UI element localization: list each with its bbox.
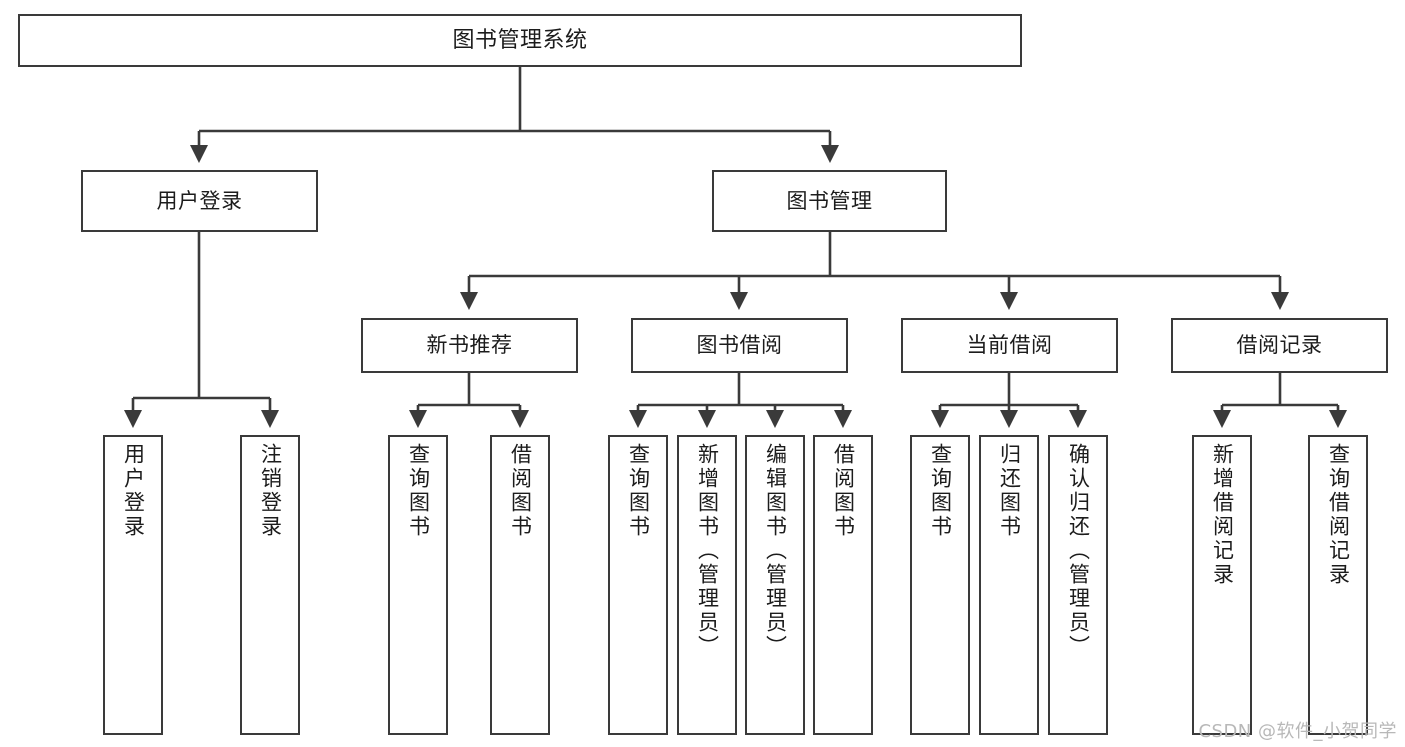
node-label: 借阅记录 bbox=[1236, 333, 1323, 358]
node-current-borrow[interactable]: 当前借阅 bbox=[901, 318, 1118, 373]
watermark-text: CSDN @软件_小贺同学 bbox=[1198, 721, 1397, 742]
node-label: 借阅图书 bbox=[508, 443, 533, 539]
node-label: 借阅图书 bbox=[831, 443, 856, 539]
node-leaf-query-book-3[interactable]: 查询图书 bbox=[910, 435, 970, 735]
node-book-management[interactable]: 图书管理 bbox=[712, 170, 947, 232]
node-label: 图书管理 bbox=[786, 188, 873, 213]
node-label: 新书推荐 bbox=[426, 333, 513, 358]
node-label: 归还图书 bbox=[997, 443, 1022, 539]
node-label: 新增借阅记录 bbox=[1210, 443, 1235, 587]
node-leaf-edit-book[interactable]: 编辑图书（管理员） bbox=[745, 435, 805, 735]
node-label: 注销登录 bbox=[258, 443, 283, 539]
node-label: 用户登录 bbox=[156, 188, 243, 213]
node-leaf-confirm-return[interactable]: 确认归还（管理员） bbox=[1048, 435, 1108, 735]
node-label: 确认归还（管理员） bbox=[1066, 443, 1091, 659]
node-leaf-query-record[interactable]: 查询借阅记录 bbox=[1308, 435, 1368, 735]
node-label: 图书管理系统 bbox=[452, 27, 588, 53]
node-root-system[interactable]: 图书管理系统 bbox=[18, 14, 1022, 67]
node-label: 查询图书 bbox=[626, 443, 651, 539]
node-leaf-query-book-1[interactable]: 查询图书 bbox=[388, 435, 448, 735]
node-leaf-user-login[interactable]: 用户登录 bbox=[103, 435, 163, 735]
node-label: 查询图书 bbox=[406, 443, 431, 539]
node-label: 查询借阅记录 bbox=[1326, 443, 1351, 587]
node-leaf-borrow-book-1[interactable]: 借阅图书 bbox=[490, 435, 550, 735]
node-borrow-record[interactable]: 借阅记录 bbox=[1171, 318, 1388, 373]
node-user-login[interactable]: 用户登录 bbox=[81, 170, 318, 232]
node-label: 用户登录 bbox=[121, 443, 146, 539]
node-label: 新增图书（管理员） bbox=[695, 443, 720, 659]
node-label: 图书借阅 bbox=[696, 333, 783, 358]
node-leaf-borrow-book-2[interactable]: 借阅图书 bbox=[813, 435, 873, 735]
node-new-book-recommend[interactable]: 新书推荐 bbox=[361, 318, 578, 373]
node-label: 编辑图书（管理员） bbox=[763, 443, 788, 659]
node-label: 当前借阅 bbox=[966, 333, 1053, 358]
node-leaf-return-book[interactable]: 归还图书 bbox=[979, 435, 1039, 735]
node-leaf-query-book-2[interactable]: 查询图书 bbox=[608, 435, 668, 735]
node-book-borrow[interactable]: 图书借阅 bbox=[631, 318, 848, 373]
node-leaf-add-book[interactable]: 新增图书（管理员） bbox=[677, 435, 737, 735]
node-leaf-logout-login[interactable]: 注销登录 bbox=[240, 435, 300, 735]
node-leaf-add-record[interactable]: 新增借阅记录 bbox=[1192, 435, 1252, 735]
node-label: 查询图书 bbox=[928, 443, 953, 539]
